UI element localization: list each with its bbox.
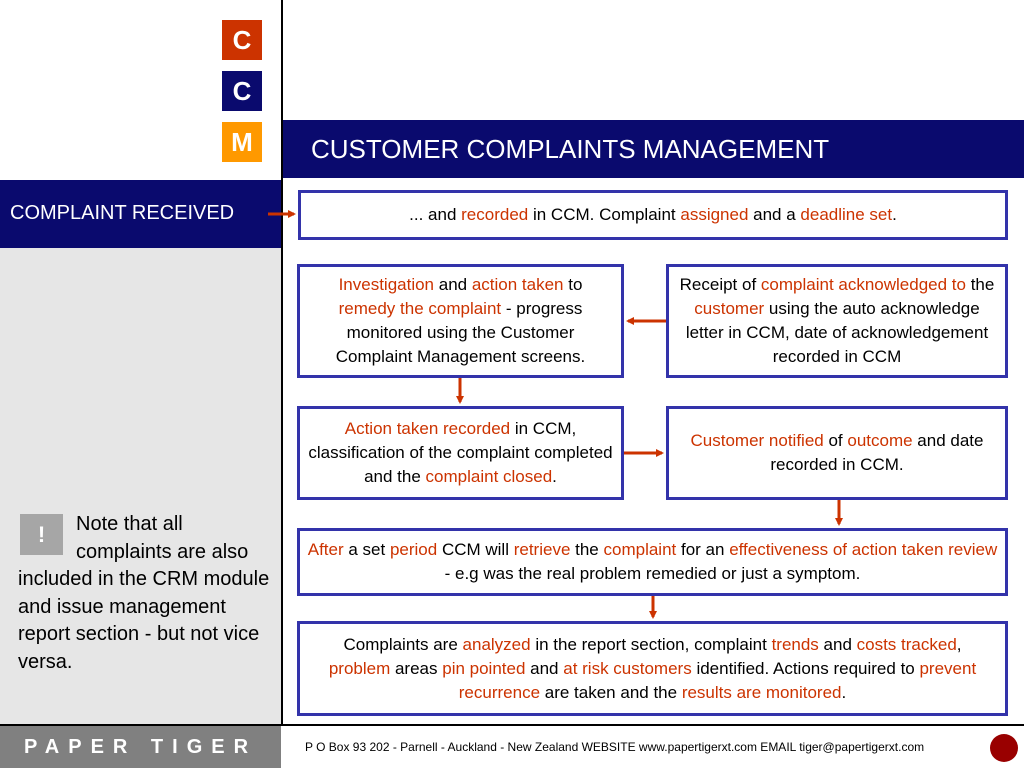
text-segment: - e.g was the real problem remedied or j… [444, 564, 861, 583]
highlighted-text: pin pointed [442, 658, 526, 678]
highlighted-text: Investigation [338, 275, 435, 294]
logo-letter-m: M [222, 122, 262, 162]
highlighted-text: outcome [847, 431, 913, 450]
highlighted-text: complaint acknowledged to [760, 275, 966, 294]
footer-brand: PAPER TIGER [0, 726, 281, 768]
step-receipt: Receipt of complaint acknowledged to the… [666, 264, 1008, 378]
highlighted-text: problem [328, 658, 391, 678]
text-segment: and [434, 275, 472, 294]
horizontal-divider [0, 724, 1024, 726]
highlighted-text: results are monitored [681, 682, 842, 702]
footer-contact: P O Box 93 202 - Parnell - Auckland - Ne… [305, 740, 925, 754]
text-segment: are taken and the [540, 682, 682, 702]
step-notified: Customer notified of outcome and date re… [666, 406, 1008, 500]
step-recorded: ... and recorded in CCM. Complaint assig… [298, 190, 1008, 240]
step-action-recorded-text: Action taken recorded in CCM, classifica… [302, 417, 619, 489]
text-segment: . [892, 205, 897, 224]
logo-letter-c2: C [222, 71, 262, 111]
text-segment: CCM will [437, 540, 514, 559]
highlighted-text: recorded [461, 205, 529, 224]
page-title: CUSTOMER COMPLAINTS MANAGEMENT [283, 120, 1024, 178]
vertical-divider [281, 0, 283, 725]
highlighted-text: complaint [603, 540, 677, 559]
step-review-text: After a set period CCM will retrieve the… [306, 538, 999, 586]
highlighted-text: customer [694, 299, 765, 318]
highlighted-text: analyzed [462, 634, 531, 654]
step-review: After a set period CCM will retrieve the… [297, 528, 1008, 596]
text-segment: to [563, 275, 583, 294]
text-segment: . [841, 682, 847, 702]
text-segment: of [823, 431, 848, 450]
text-segment: in CCM. Complaint [528, 205, 681, 224]
note: Note that all complaints are also includ… [18, 511, 276, 676]
footer-circle-icon [990, 734, 1018, 762]
highlighted-text: deadline set [800, 205, 893, 224]
note-text: Note that all complaints are also includ… [18, 513, 270, 673]
highlighted-text: costs tracked [856, 634, 957, 654]
text-segment: in CCM, classification of the complaint … [308, 419, 613, 486]
text-segment: Complaints are [343, 634, 463, 654]
text-segment: using the auto acknowledge letter in CCM… [685, 299, 989, 366]
highlighted-text: action taken [471, 275, 564, 294]
highlighted-text: retrieve [513, 540, 571, 559]
step-receipt-text: Receipt of complaint acknowledged to the… [677, 273, 997, 369]
complaint-received-label: COMPLAINT RECEIVED [0, 180, 281, 248]
step-investigation: Investigation and action taken to remedy… [297, 264, 624, 378]
highlighted-text: effectiveness of action taken review [729, 540, 998, 559]
step-recorded-text: ... and recorded in CCM. Complaint assig… [409, 203, 897, 227]
highlighted-text: complaint closed [425, 467, 553, 486]
text-segment: the [570, 540, 604, 559]
highlighted-text: prevent recurrence [458, 658, 977, 702]
text-segment: identified. Actions required to [691, 658, 920, 678]
step-analysis: Complaints are analyzed in the report se… [297, 621, 1008, 716]
text-segment: in the report section, complaint [530, 634, 772, 654]
step-analysis-text: Complaints are analyzed in the report se… [320, 633, 985, 705]
step-notified-text: Customer notified of outcome and date re… [685, 429, 989, 477]
text-segment: the [965, 275, 995, 294]
text-segment: - progress monitored using the Customer … [335, 299, 586, 366]
highlighted-text: After [307, 540, 344, 559]
step-investigation-text: Investigation and action taken to remedy… [308, 273, 613, 369]
text-segment: ... and [409, 205, 462, 224]
text-segment: a set [343, 540, 390, 559]
text-segment: and a [748, 205, 801, 224]
highlighted-text: assigned [680, 205, 749, 224]
warning-icon: ! [20, 514, 63, 555]
highlighted-text: remedy the complaint [338, 299, 502, 318]
highlighted-text: trends [771, 634, 819, 654]
highlighted-text: at risk customers [563, 658, 692, 678]
text-segment: and [525, 658, 564, 678]
highlighted-text: period [389, 540, 438, 559]
text-segment: and date recorded in CCM. [770, 431, 984, 474]
text-segment: Receipt of [679, 275, 761, 294]
logo-letter-c1: C [222, 20, 262, 60]
step-action-recorded: Action taken recorded in CCM, classifica… [297, 406, 624, 500]
highlighted-text: Customer notified [690, 431, 824, 450]
text-segment: . [552, 467, 557, 486]
highlighted-text: Action taken recorded [344, 419, 511, 438]
text-segment: areas [390, 658, 443, 678]
text-segment: for an [676, 540, 730, 559]
text-segment: , [956, 634, 962, 654]
text-segment: and [818, 634, 857, 654]
sidebar-panel [0, 248, 281, 725]
